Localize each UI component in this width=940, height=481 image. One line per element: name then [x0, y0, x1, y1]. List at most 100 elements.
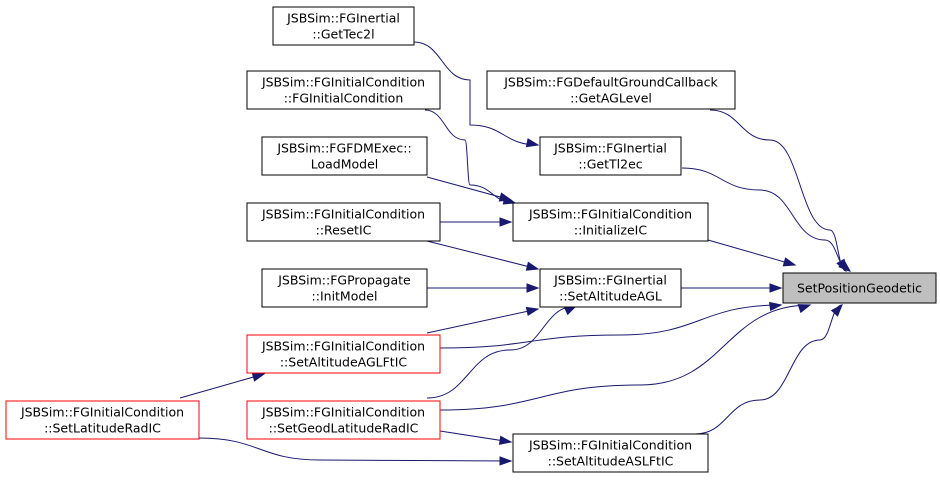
- node-label-line: ::FGInitialCondition: [284, 91, 404, 106]
- edge-setGeodLatitudeRadIC-to-setAltitudeASLFtIC: [439, 430, 513, 445]
- edge-line: [439, 430, 512, 443]
- edge-line: [426, 305, 577, 399]
- node-label-line: ::SetAltitudeAGL: [559, 289, 662, 304]
- node-label-line: ::InitializeIC: [574, 223, 647, 238]
- edge-line: [424, 109, 516, 204]
- edge-line: [439, 304, 782, 349]
- edge-line: [179, 373, 265, 399]
- node-label-line: ::SetAltitudeAGLFtIC: [280, 355, 408, 370]
- edge-arrowhead: [525, 138, 540, 148]
- edge-line: [198, 437, 512, 462]
- edge-arrowhead: [830, 303, 843, 317]
- node-box: [261, 136, 428, 176]
- node-label-line: JSBSim::FGDefaultGroundCallback: [503, 75, 718, 90]
- edge-setLatitudeRadIC-to-setAltitudeAGLFtIC: [179, 372, 266, 399]
- node-box: [246, 202, 441, 242]
- edge-arrowhead: [782, 257, 797, 267]
- node-box: [539, 268, 682, 308]
- node-setAltitudeASLFtIC[interactable]: JSBSim::FGInitialCondition::SetAltitudeA…: [512, 433, 709, 473]
- node-setAltitudeAGL[interactable]: JSBSim::FGInertial::SetAltitudeAGL: [539, 268, 682, 308]
- node-target[interactable]: SetPositionGeodetic: [782, 272, 937, 304]
- edge-setAltitudeAGLFtIC-to-setAltitudeAGL: [426, 306, 540, 334]
- node-box: [261, 268, 428, 308]
- edge-resetIC-to-initializeIC: [440, 217, 513, 227]
- node-setAltitudeAGLFtIC[interactable]: JSBSim::FGInitialCondition::SetAltitudeA…: [246, 334, 441, 374]
- edge-resetIC-to-setAltitudeAGL: [426, 240, 540, 271]
- node-label-line: JSBSim::FGPropagate: [277, 273, 411, 288]
- edge-arrowhead: [768, 301, 783, 312]
- node-loadModel[interactable]: JSBSim::FGFDMExec::LoadModel: [261, 136, 428, 176]
- node-label-line: LoadModel: [311, 157, 379, 172]
- edge-arrowhead: [838, 259, 852, 272]
- node-label-line: ::SetLatitudeRadIC: [44, 421, 161, 436]
- node-getTl2ec[interactable]: JSBSim::FGInertial::GetTl2ec: [539, 136, 682, 176]
- node-box: [246, 70, 441, 110]
- edge-setLatitudeRadIC-to-setAltitudeASLFtIC: [198, 437, 513, 466]
- edge-getTec2l-to-getTl2ec: [413, 41, 540, 148]
- node-box: [246, 400, 441, 440]
- edge-initializeIC-to-target: [707, 239, 797, 267]
- node-defaultGroundCallback[interactable]: JSBSim::FGDefaultGroundCallback::GetAGLe…: [486, 70, 736, 110]
- edge-arrowhead: [526, 283, 540, 293]
- node-box: [5, 400, 200, 440]
- edge-line: [707, 239, 796, 266]
- node-box: [512, 433, 709, 473]
- edge-line: [439, 304, 811, 411]
- node-label-line: SetPositionGeodetic: [797, 281, 922, 296]
- node-box: [782, 272, 937, 304]
- edge-arrowhead: [499, 217, 513, 227]
- edge-arrowhead: [499, 456, 513, 466]
- edge-arrowhead: [769, 283, 783, 293]
- edge-arrowhead: [525, 261, 540, 271]
- node-label-line: JSBSim::FGInitialCondition: [261, 207, 425, 222]
- node-setLatitudeRadIC[interactable]: JSBSim::FGInitialCondition::SetLatitudeR…: [5, 400, 200, 440]
- node-label-line: JSBSim::FGInertial: [286, 11, 400, 26]
- edge-initModel-to-setAltitudeAGL: [427, 283, 540, 293]
- node-initializeIC[interactable]: JSBSim::FGInitialCondition::InitializeIC: [512, 202, 709, 242]
- node-label-line: JSBSim::FGInertial: [553, 273, 667, 288]
- node-label-line: ::SetAltitudeASLFtIC: [548, 454, 674, 469]
- edge-arrowhead: [797, 304, 812, 314]
- node-initModel[interactable]: JSBSim::FGPropagate::InitModel: [261, 268, 428, 308]
- edge-loadModel-to-initializeIC: [426, 176, 513, 202]
- node-label-line: JSBSim::FGInitialCondition: [261, 339, 425, 354]
- node-label-line: JSBSim::FGInitialCondition: [261, 75, 425, 90]
- node-box: [539, 136, 682, 176]
- edge-setAltitudeAGLFtIC-to-target: [439, 301, 783, 349]
- node-box: [272, 6, 415, 46]
- node-box: [246, 334, 441, 374]
- node-resetIC[interactable]: JSBSim::FGInitialCondition::ResetIC: [246, 202, 441, 242]
- edge-arrowhead: [251, 372, 266, 382]
- edge-setGeodLatitudeRadIC-to-target: [439, 304, 812, 411]
- node-label-line: JSBSim::FGInertial: [553, 141, 667, 156]
- node-box: [512, 202, 709, 242]
- node-label-line: JSBSim::FGInitialCondition: [261, 405, 425, 420]
- node-layer: SetPositionGeodetic JSBSim::FGInertial::G…: [5, 6, 937, 473]
- node-fgInitialCondition[interactable]: JSBSim::FGInitialCondition::FGInitialCon…: [246, 70, 441, 110]
- edge-setGeodLatitudeRadIC-to-setAltitudeAGL: [426, 305, 578, 399]
- edge-arrowhead: [498, 435, 513, 445]
- edge-line: [681, 167, 851, 272]
- edge-setAltitudeAGL-to-target: [681, 283, 783, 293]
- node-label-line: ::ResetIC: [316, 223, 372, 238]
- node-label-line: ::SetGeodLatitudeRadIC: [269, 421, 419, 436]
- node-getTec2l[interactable]: JSBSim::FGInertial::GetTec2l: [272, 6, 415, 46]
- edge-layer: [179, 41, 852, 466]
- edge-getTl2ec-to-target: [681, 167, 852, 272]
- edge-line: [426, 240, 539, 270]
- node-label-line: JSBSim::FGInitialCondition: [20, 405, 184, 420]
- edge-arrowhead: [498, 192, 513, 202]
- edge-line: [413, 41, 539, 146]
- node-label-line: ::GetAGLevel: [570, 91, 652, 106]
- node-label-line: JSBSim::FGInitialCondition: [528, 207, 692, 222]
- edge-line: [694, 304, 843, 435]
- edge-line: [426, 176, 512, 201]
- edge-line: [709, 109, 847, 272]
- node-label-line: JSBSim::FGInitialCondition: [528, 438, 692, 453]
- edge-line: [426, 308, 539, 334]
- node-box: [486, 70, 736, 110]
- node-setGeodLatitudeRadIC[interactable]: JSBSim::FGInitialCondition::SetGeodLatit…: [246, 400, 441, 440]
- node-label-line: JSBSim::FGFDMExec::: [276, 141, 411, 156]
- edge-setAltitudeASLFtIC-to-target: [694, 303, 843, 435]
